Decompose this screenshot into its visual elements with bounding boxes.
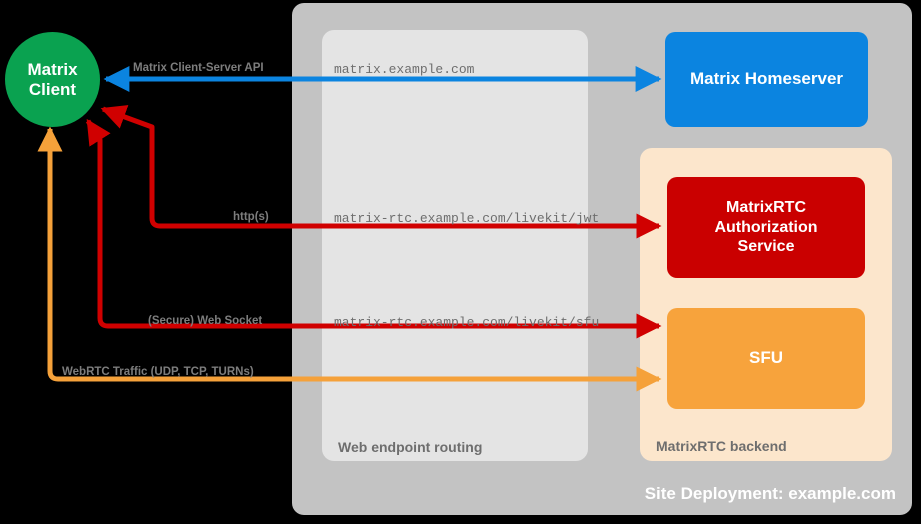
node-auth-label-line2: Authorization [714,218,818,236]
edge-label-webrtc-traffic: WebRTC Traffic (UDP, TCP, TURNs) [62,366,254,378]
edge-label-http-s: http(s) [233,211,269,223]
connection-webrtc-media [37,126,662,392]
endpoint-label-matrix-example-com: matrix.example.com [334,62,475,77]
edge-label-client-server-api: Matrix Client-Server API [133,62,264,74]
panel-caption-matrixrtc-backend: MatrixRTC backend [656,438,787,454]
panel-caption-site-deployment: Site Deployment: example.com [644,484,896,503]
node-matrix-client[interactable]: Matrix Client [5,32,100,127]
node-auth-label-line1: MatrixRTC [725,199,806,217]
edge-label-secure-web-socket: (Secure) Web Socket [148,315,263,327]
node-matrix-homeserver-label: Matrix Homeserver [689,69,844,89]
node-sfu-label: SFU [749,348,783,368]
node-auth-label-line3: Service [737,238,795,256]
endpoint-label-livekit-sfu: matrix-rtc.example.com/livekit/sfu [334,315,600,330]
node-matrix-homeserver[interactable]: Matrix Homeserver [665,32,868,127]
node-matrixrtc-authorization-service[interactable]: MatrixRTC Authorization Service [667,177,865,278]
node-matrix-client-label-line1: Matrix [27,59,78,79]
node-matrix-client-label-line2: Client [28,79,77,99]
panel-caption-web-endpoint-routing: Web endpoint routing [338,439,483,455]
connection-livekit-jwt [100,105,662,239]
endpoint-label-livekit-jwt: matrix-rtc.example.com/livekit/jwt [334,211,600,226]
node-sfu[interactable]: SFU [667,308,865,409]
